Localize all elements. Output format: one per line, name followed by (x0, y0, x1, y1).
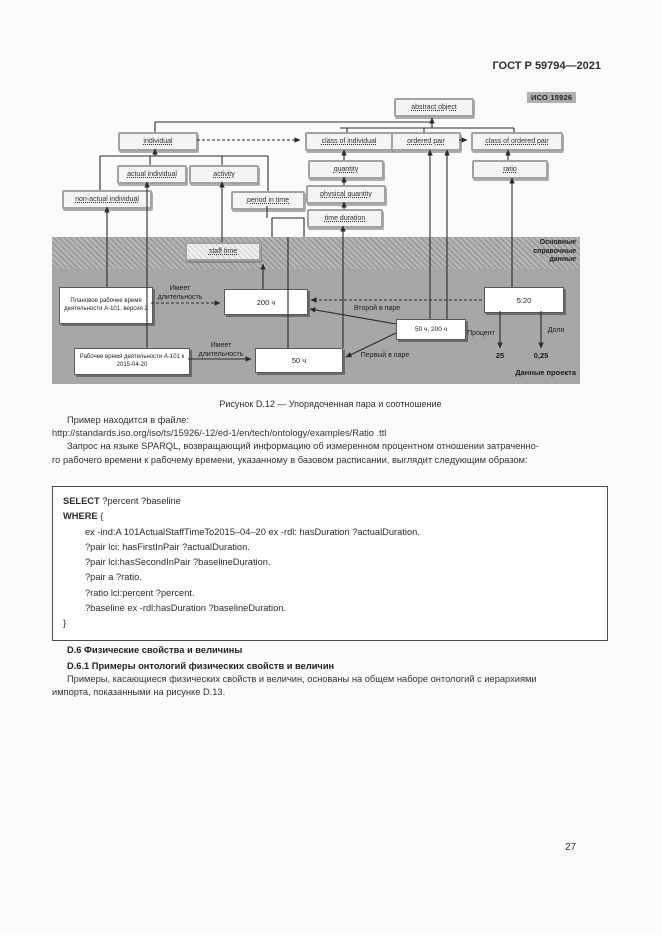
class-box-time-duration: time duration (307, 209, 383, 228)
instance-box-200h: 200 ч (224, 289, 308, 315)
class-box-abstract-object: abstract object (394, 98, 474, 117)
value-share: 0,25 (533, 351, 549, 360)
code-line: ex -ind:A 101ActualStaffTimeTo2015–04–20… (85, 526, 420, 537)
code-line: ?pair lci:hasSecondInPair ?baselineDurat… (85, 557, 271, 568)
example-url: http://standards.iso.org/iso/ts/15926/-1… (52, 428, 387, 439)
code-line: ?ratio lci:percent ?percent. (85, 587, 195, 598)
class-box-activity: activity (189, 165, 259, 184)
paragraph-d6-1b: импорта, показанными на рисунке D.13. (52, 687, 226, 698)
code-line: ?baseline ex -rdl:hasDuration ?baselineD… (85, 603, 287, 614)
project-data-label: Данные проекта (515, 368, 576, 377)
label-second-in-pair: Второй в паре (353, 305, 401, 312)
class-box-staff-time: staff time (185, 242, 261, 261)
instance-box-planned-time: Плановое рабочее время деятельности А-10… (59, 287, 153, 324)
label-percent: Процент (467, 330, 495, 337)
class-box-quantity: quantity (308, 160, 384, 179)
class-box-individual: individual (118, 132, 198, 151)
section-d6: D.6 Физические свойства и величины D.6.1… (52, 644, 608, 699)
class-box-ratio: ratio (472, 160, 548, 179)
value-percent: 25 (495, 351, 505, 360)
class-box-class-of-individual: class of individual (305, 132, 393, 151)
class-box-non-actual-individual: non-actual individual (62, 190, 152, 209)
class-box-ordered-pair: ordered pair (391, 132, 461, 151)
code-line-close: } (63, 618, 67, 629)
code-line-select: SELECT ?percent ?baseline (63, 496, 181, 506)
page-number: 27 (565, 842, 577, 853)
class-box-period-in-time: period in time (231, 191, 305, 210)
instance-box-ratio-value: 5:20 (484, 287, 564, 313)
paragraph-example-file: Пример находится в файле: (67, 415, 189, 425)
label-has-duration-2: Имеет длительность (198, 342, 244, 358)
core-reference-data-strip (52, 237, 580, 269)
paragraph-d6-1a: Примеры, касающиеся физических свойств и… (67, 673, 537, 684)
heading-d6-1: D.6.1 Примеры онтологий физических свойс… (67, 660, 335, 671)
label-first-in-pair: Первый в паре (360, 352, 410, 359)
class-box-physical-quantity: physical quantity (306, 185, 386, 204)
standard-number: ГОСТ Р 59794—2021 (492, 60, 601, 72)
instance-box-actual-time: Рабочее время деятельности А-101 к 2015-… (74, 348, 190, 375)
code-line-where: WHERE { (63, 511, 104, 522)
label-share: Доля (547, 327, 565, 334)
sparql-code-block: SELECT ?percent ?baseline WHERE { ex -in… (52, 486, 608, 641)
label-has-duration-1: Имеет длительность (157, 285, 203, 301)
iso-15926-tag: ИСО 15926 (527, 92, 577, 103)
code-line: ?pair a ?ratio. (85, 572, 142, 583)
heading-d6: D.6 Физические свойства и величины (67, 645, 243, 655)
code-line: ?pair lci: hasFirstInPair ?actualDuratio… (85, 541, 250, 552)
figure-caption: Рисунок D.12 — Упорядоченная пара и соот… (219, 399, 442, 409)
class-box-class-of-ordered-pair: class of ordered pair (471, 132, 563, 151)
instance-box-50h: 50 ч (255, 348, 343, 373)
paragraph-sparql-1: Запрос на языке SPARQL, возвращающий инф… (67, 441, 539, 452)
core-reference-data-label: Основные справочные данные (533, 239, 576, 263)
body-text: Пример находится в файле: http://standar… (52, 414, 608, 467)
class-box-actual-individual: actual individual (117, 165, 187, 184)
paragraph-sparql-2: го рабочего времени к рабочему времени, … (52, 454, 528, 465)
instance-box-pair: 50 ч, 200 ч (396, 319, 466, 340)
